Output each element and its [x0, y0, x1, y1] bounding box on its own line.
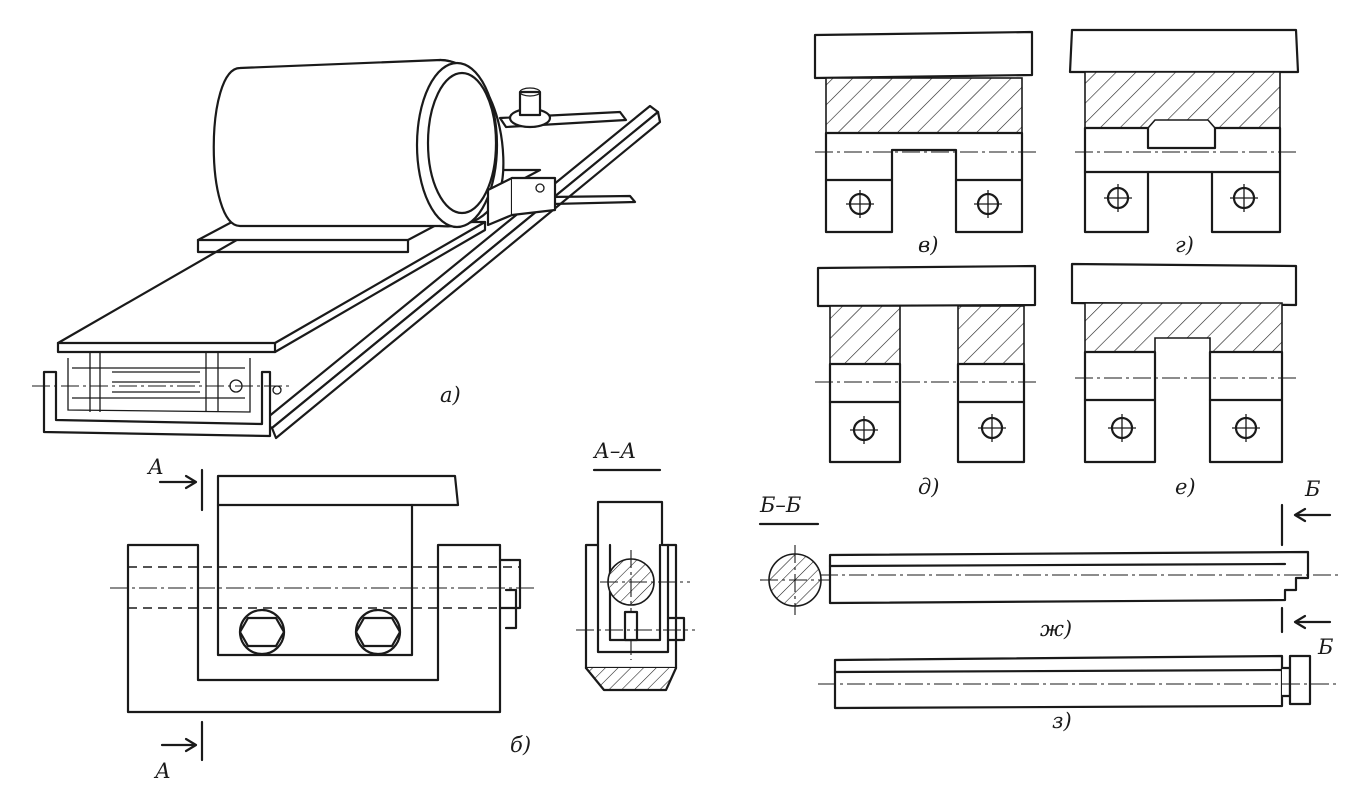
label-view-z: з)	[1052, 709, 1072, 733]
view-a-isometric: а)	[32, 58, 662, 440]
section-mark-a-top: А	[146, 455, 164, 479]
label-view-a: а)	[440, 383, 461, 407]
label-view-zh: ж)	[1040, 617, 1072, 641]
view-v: в)	[813, 30, 1040, 257]
section-a-a: А–А	[576, 439, 695, 692]
view-e: е)	[1070, 262, 1300, 499]
section-bb-title: Б–Б	[759, 493, 801, 517]
section-mark-b-bottom: Б	[1317, 635, 1333, 659]
hex-bolt-right	[354, 608, 402, 656]
label-view-v: в)	[918, 233, 938, 257]
view-z: з)	[818, 654, 1340, 733]
label-view-e: е)	[1175, 475, 1196, 499]
view-b-front: А А б)	[110, 455, 535, 783]
label-view-d: д)	[918, 475, 940, 499]
label-view-b: б)	[510, 733, 531, 757]
label-view-g: г)	[1175, 233, 1194, 257]
section-aa-title: А–А	[592, 439, 636, 463]
view-d: д)	[815, 264, 1040, 499]
hex-bolt-left	[238, 608, 286, 656]
section-mark-a-bottom: А	[153, 759, 171, 783]
view-zh-with-section-b-b: Б–Б Б Б ж)	[758, 477, 1340, 659]
section-mark-b-top: Б	[1304, 477, 1320, 501]
view-g: г)	[1068, 28, 1300, 257]
